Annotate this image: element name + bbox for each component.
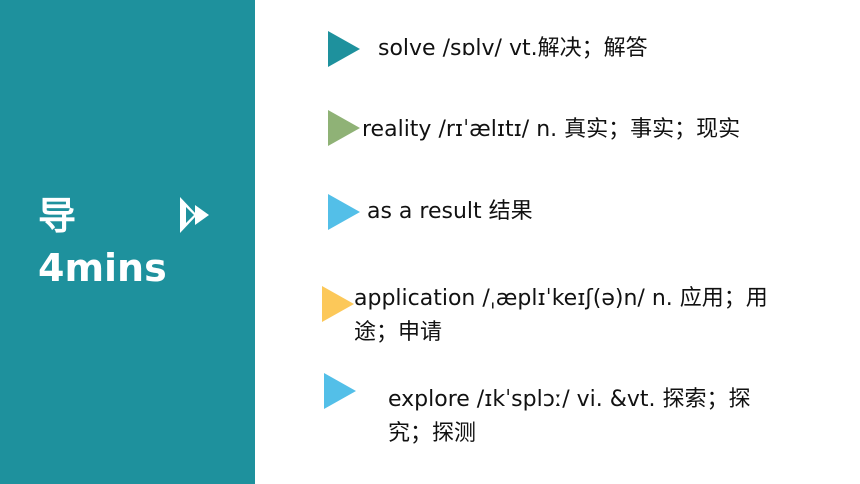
sidebar-title-char: 导 [38, 194, 77, 238]
play-triangle-icon [328, 194, 360, 230]
vocab-text: as a result 结果 [367, 199, 533, 224]
play-triangle-icon [328, 110, 360, 146]
sidebar-title: 导 4mins [38, 190, 167, 294]
vocab-text-line2: 途；申请 [354, 320, 443, 345]
double-play-arrow-icon [180, 197, 209, 233]
play-triangle-icon [322, 286, 354, 322]
vocab-text-line2: 究；探测 [388, 421, 477, 446]
vocab-text: solve /sɒlv/ vt.解决；解答 [378, 36, 648, 61]
vocab-text: reality /rɪˈælɪtɪ/ n. 真实；事实；现实 [362, 117, 741, 142]
sidebar-duration: 4mins [38, 246, 167, 290]
play-triangle-icon [324, 373, 356, 409]
sidebar-panel: 导 4mins [0, 0, 255, 484]
vocab-text-line1: application /ˌæplɪˈkeɪʃ(ə)n/ n. 应用；用 [354, 286, 768, 311]
vocab-text-line1: explore /ɪkˈsplɔː/ vi. &vt. 探索；探 [388, 387, 751, 412]
play-triangle-icon [328, 31, 360, 67]
